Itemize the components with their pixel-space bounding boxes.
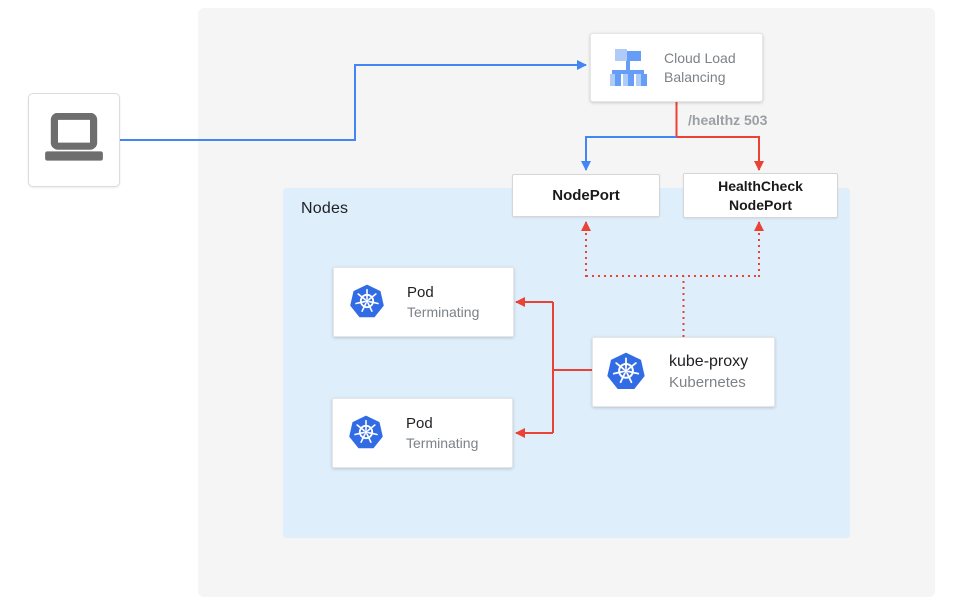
healthz-status-label: /healthz 503 — [688, 112, 768, 128]
laptop-icon — [45, 113, 103, 161]
kubernetes-helm-icon — [349, 284, 385, 320]
nodes-label: Nodes — [301, 200, 349, 217]
pod-title: Pod — [407, 284, 434, 301]
healthcheck-nodeport-label-line2: NodePort — [729, 196, 792, 213]
pod-title: Pod — [406, 415, 433, 432]
cloud-load-balancing-label: Cloud Load Balancing — [664, 49, 736, 85]
pod-box-2: Pod Terminating — [332, 398, 513, 468]
cloud-load-balancing-box: Cloud Load Balancing — [590, 33, 763, 102]
kube-proxy-box: kube-proxy Kubernetes — [592, 337, 775, 407]
kubernetes-helm-icon — [348, 415, 384, 451]
healthcheck-nodeport-label-line1: HealthCheck — [718, 177, 803, 194]
pod-box-1: Pod Terminating — [333, 267, 514, 337]
kube-proxy-subtitle: Kubernetes — [669, 374, 746, 391]
kubernetes-helm-icon — [606, 352, 646, 392]
pod-status: Terminating — [407, 304, 480, 320]
kube-proxy-title: kube-proxy — [669, 353, 749, 370]
load-balancer-icon — [610, 48, 647, 86]
client-device-box — [28, 93, 120, 187]
healthcheck-nodeport-box: HealthCheck NodePort — [683, 173, 838, 218]
nodeport-label: NodePort — [552, 187, 620, 204]
nodeport-box: NodePort — [512, 174, 660, 217]
pod-status: Terminating — [406, 435, 479, 451]
